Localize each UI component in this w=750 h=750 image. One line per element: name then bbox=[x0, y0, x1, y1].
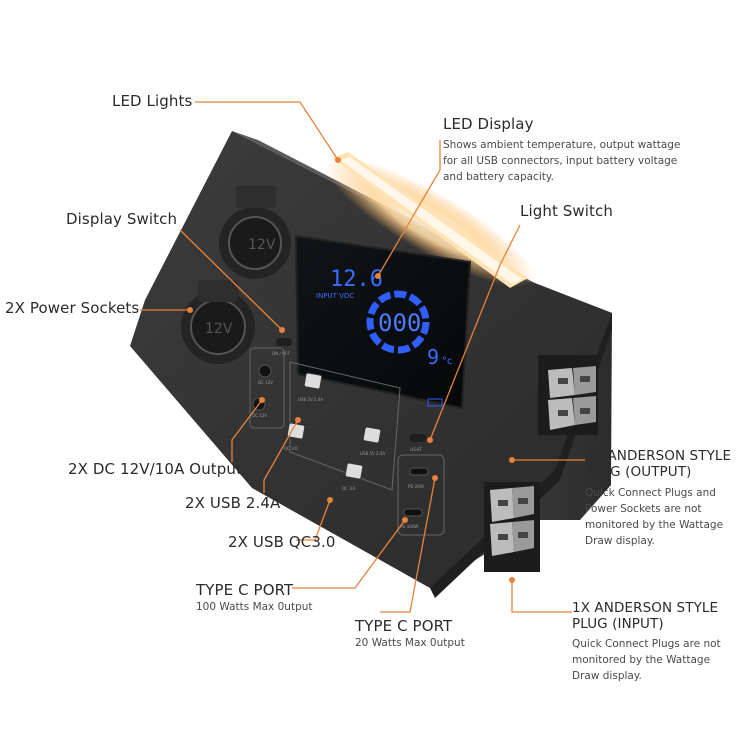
display-switch-mark: ON / OFF bbox=[272, 351, 290, 356]
label-type-c-20: TYPE C PORT bbox=[355, 617, 453, 635]
anderson-out-desc-line-1: Quick Connect Plugs and bbox=[585, 487, 716, 499]
label-led-lights: LED Lights bbox=[112, 92, 193, 110]
pd-100w-mark: PD 100W bbox=[400, 524, 418, 529]
label-anderson-in-2: PLUG (INPUT) bbox=[572, 616, 664, 632]
label-display-switch: Display Switch bbox=[66, 210, 178, 228]
label-power-sockets: 2X Power Sockets bbox=[5, 299, 140, 317]
qc-label-a: QC 3.0 bbox=[284, 446, 298, 451]
callout-lines bbox=[140, 101, 585, 613]
label-anderson-in-1: 1X ANDERSON STYLE bbox=[572, 600, 719, 616]
type-c-ports: PD 20W PD 100W bbox=[397, 454, 445, 536]
dc-outputs: DC 12V DC 12V bbox=[249, 347, 285, 429]
label-usb-24: 2X USB 2.4A bbox=[185, 494, 281, 512]
label-type-c-100-desc: 100 Watts Max 0utput bbox=[196, 601, 313, 613]
led-light-strip bbox=[325, 152, 535, 288]
anderson-in-desc-line-1: Quick Connect Plugs are not bbox=[572, 638, 721, 650]
label-usb-qc: 2X USB QC3.0 bbox=[228, 533, 336, 551]
label-anderson-out-desc: Quick Connect Plugs and Power Sockets ar… bbox=[585, 485, 723, 549]
anderson-in-desc-line-3: Draw display. bbox=[572, 670, 642, 682]
anderson-input-plug bbox=[484, 482, 540, 572]
label-type-c-100: TYPE C PORT bbox=[196, 581, 294, 599]
power-socket-upper: 12V bbox=[219, 186, 291, 279]
lcd-wattage: 000 bbox=[378, 309, 421, 337]
led-display-desc-line-2: for all USB connectors, input battery vo… bbox=[443, 155, 678, 167]
label-led-display: LED Display bbox=[443, 115, 534, 133]
svg-text:12V: 12V bbox=[248, 237, 276, 253]
light-switch-mark: LIGHT bbox=[410, 447, 423, 452]
anderson-out-desc-line-4: Draw display. bbox=[585, 535, 655, 547]
led-display-desc-line-3: and battery capacity. bbox=[443, 171, 554, 183]
label-dc-output: 2X DC 12V/10A Output bbox=[68, 460, 243, 478]
label-light-switch: Light Switch bbox=[520, 202, 613, 220]
led-display-desc-line-1: Shows ambient temperature, output wattag… bbox=[443, 139, 681, 151]
dc-label-upper: DC 12V bbox=[258, 380, 273, 385]
lcd-temperature: 9 bbox=[427, 345, 439, 369]
anderson-out-desc-line-3: monitored by the Wattage bbox=[585, 519, 724, 531]
dc-label-lower: DC 12V bbox=[252, 413, 267, 418]
label-led-display-desc: Shows ambient temperature, output wattag… bbox=[443, 137, 680, 185]
anderson-output-plugs bbox=[538, 355, 598, 435]
power-socket-lower: 12V bbox=[181, 280, 255, 364]
lcd-display: 12.6 INPUT VDC 000 9 °c bbox=[294, 234, 472, 410]
label-anderson-out-1: 3X ANDERSON STYLE bbox=[585, 448, 732, 464]
lcd-temp-unit: °c bbox=[442, 356, 453, 367]
light-switch-button: LIGHT bbox=[410, 434, 426, 452]
pd-20w-mark: PD 20W bbox=[408, 484, 424, 489]
lcd-voltage: 12.6 bbox=[330, 267, 383, 292]
display-switch-button: ON / OFF bbox=[272, 338, 292, 356]
usb-label-a: USB 5V 2.4A bbox=[298, 397, 323, 402]
label-type-c-20-desc: 20 Watts Max 0utput bbox=[355, 637, 465, 649]
qc-label-b: QC 3.0 bbox=[342, 486, 356, 491]
usb-label-b: USB 5V 2.4A bbox=[360, 451, 385, 456]
lcd-voltage-label: INPUT VDC bbox=[316, 292, 354, 300]
label-anderson-out-2: PLUG (OUTPUT) bbox=[585, 464, 692, 480]
anderson-out-desc-line-2: Power Sockets are not bbox=[585, 503, 702, 515]
anderson-in-desc-line-2: monitored by the Wattage bbox=[572, 654, 711, 666]
svg-text:12V: 12V bbox=[205, 321, 233, 337]
label-anderson-in-desc: Quick Connect Plugs are not monitored by… bbox=[572, 636, 721, 684]
usb-ports-block: USB 5V 2.4A USB 5V 2.4A QC 3.0 QC 3.0 bbox=[284, 361, 401, 491]
